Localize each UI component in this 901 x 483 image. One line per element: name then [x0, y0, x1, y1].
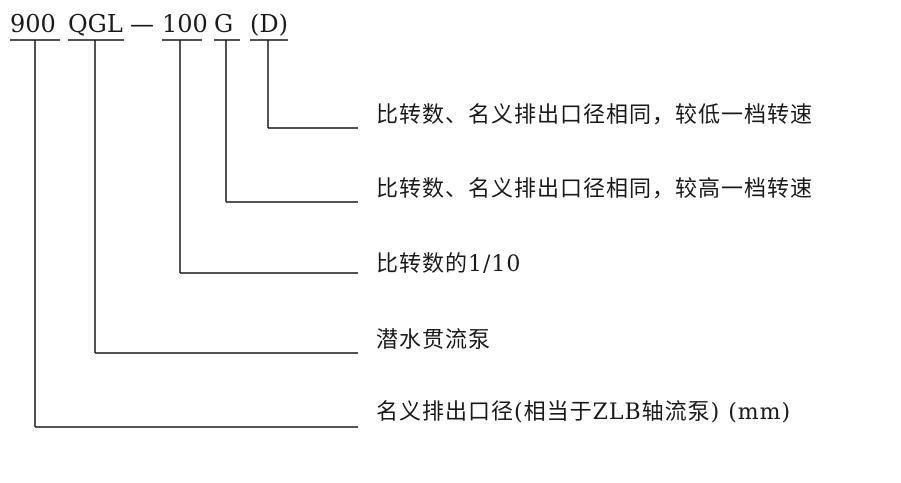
code-higher: G — [214, 10, 234, 38]
code-lower: (D) — [250, 10, 288, 38]
code-dash: — — [130, 10, 154, 38]
code-size: 900 — [10, 10, 56, 38]
desc-type: 潜水贯流泵 — [376, 328, 492, 353]
desc-size: 名义排出口径(相当于ZLB轴流泵) (mm) — [376, 400, 792, 425]
code-type: QGL — [68, 10, 123, 38]
desc-speed: 比转数的1/10 — [376, 252, 522, 277]
desc-lower: 比转数、名义排出口径相同，较低一档转速 — [376, 103, 814, 128]
code-speed: 100 — [162, 10, 208, 38]
desc-higher: 比转数、名义排出口径相同，较高一档转速 — [376, 177, 814, 202]
